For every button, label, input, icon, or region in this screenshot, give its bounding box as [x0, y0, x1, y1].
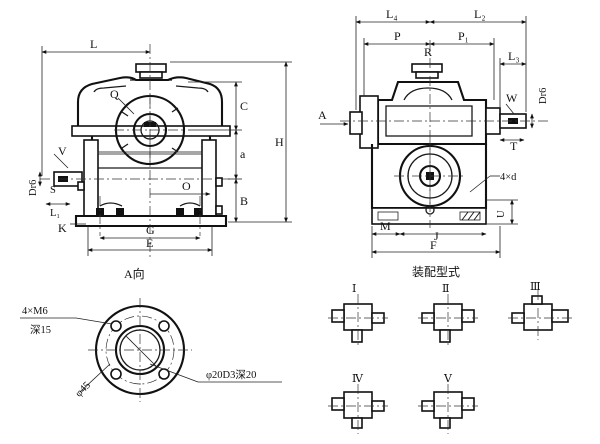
dim-L1: L₁ — [50, 208, 60, 219]
dim-L4: L₄ — [386, 7, 398, 21]
front-top-boss — [130, 63, 172, 81]
dim-side-Dr6: Dr6 — [538, 88, 549, 104]
dim-P1: P₁ — [458, 29, 469, 43]
side-output-shaft — [485, 107, 527, 135]
side-base — [371, 205, 487, 225]
label-hole: 4×d — [500, 172, 517, 183]
dim-R: R — [424, 45, 432, 59]
dim-U: U — [496, 210, 507, 218]
front-bolts — [77, 177, 223, 215]
label-Q: Q — [110, 87, 119, 101]
dim-B: B — [240, 194, 248, 208]
dim-Dr6: Dr6 — [28, 180, 39, 196]
dim-T: T — [510, 139, 518, 153]
dim-P: P — [394, 29, 401, 43]
label-bore: φ20D3深20 — [206, 369, 256, 381]
dim-F: F — [430, 238, 437, 252]
assembly-label-1: Ⅰ — [352, 283, 356, 295]
dim-W: W — [506, 91, 518, 105]
dim-O: O — [182, 179, 191, 193]
side-top-boss — [411, 63, 443, 79]
front-view: L H C a B G E O Q V Dr6 — [28, 37, 292, 281]
assembly-type-2: Ⅱ — [418, 283, 478, 346]
dim-V: V — [58, 144, 67, 158]
dim-E: E — [146, 236, 153, 250]
dim-S: S — [50, 185, 56, 196]
assembly-label-5: Ⅴ — [443, 373, 453, 385]
label-depth: 深15 — [30, 324, 51, 336]
dim-C: C — [240, 99, 248, 113]
dim-L: L — [90, 37, 97, 51]
dim-L2: L₂ — [474, 7, 486, 21]
dim-G: G — [146, 223, 155, 237]
label-A: A — [318, 108, 327, 122]
front-housing-outline — [76, 76, 224, 126]
dim-H: H — [275, 135, 284, 149]
assembly-type-1: Ⅰ — [328, 283, 388, 346]
side-upper-housing — [376, 80, 488, 146]
flange-detail: 4×M6 深15 φ45 φ20D3深20 — [20, 298, 282, 402]
label-thread: 4×M6 — [22, 306, 48, 317]
assembly-label-4: Ⅳ — [352, 373, 364, 385]
front-flange-bar — [71, 125, 231, 137]
front-input-shaft — [40, 171, 230, 187]
flange-bolt-holes — [110, 320, 170, 380]
assembly-label-2: Ⅱ — [442, 283, 449, 295]
assembly-label-3: Ⅲ — [530, 281, 541, 293]
assembly-type-4: Ⅳ — [328, 373, 388, 434]
front-base — [74, 202, 228, 228]
dim-J: J — [434, 229, 439, 243]
front-lower-body — [90, 136, 212, 214]
front-view-caption: A向 — [124, 266, 145, 281]
assembly-type-5: Ⅴ — [418, 373, 478, 434]
dim-a: a — [240, 147, 246, 161]
dim-M: M — [380, 219, 391, 233]
side-view: L₄ L₂ P R P₁ L₃ A W Dr6 T 4×d U — [318, 7, 549, 279]
assembly-types: Ⅰ Ⅱ Ⅲ Ⅳ — [328, 281, 574, 434]
assembly-type-3: Ⅲ — [508, 281, 574, 340]
dim-K: K — [58, 221, 67, 235]
side-view-caption: 装配型式 — [412, 265, 460, 279]
dim-L3: L₃ — [508, 49, 520, 63]
